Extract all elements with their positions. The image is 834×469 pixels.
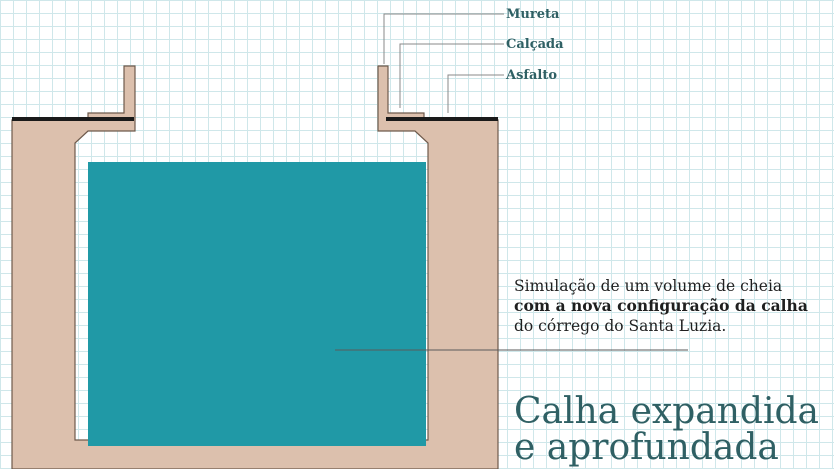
asphalt-right	[386, 117, 498, 121]
caption-text: Simulação de um volume de cheia com a no…	[514, 276, 834, 336]
asphalt-left	[12, 117, 134, 121]
label-mureta: Mureta	[506, 7, 560, 22]
calcada-leader-line	[399, 43, 504, 108]
caption-line-2: com a nova configuração da calha	[514, 296, 808, 315]
title-line-1: Calha expandida	[514, 391, 819, 432]
caption-line-3: do córrego do Santa Luzia.	[514, 317, 727, 335]
flood-water-volume	[88, 162, 426, 446]
caption-line-1: Simulação de um volume de cheia	[514, 277, 783, 295]
mureta-leader-line	[383, 13, 504, 64]
asfalto-leader-line	[447, 74, 504, 113]
label-calcada: Calçada	[506, 37, 564, 52]
label-asfalto: Asfalto	[506, 68, 558, 83]
title-line-2: e aprofundada	[514, 427, 779, 468]
diagram-title: Calha expandida e aprofundada	[514, 394, 819, 466]
